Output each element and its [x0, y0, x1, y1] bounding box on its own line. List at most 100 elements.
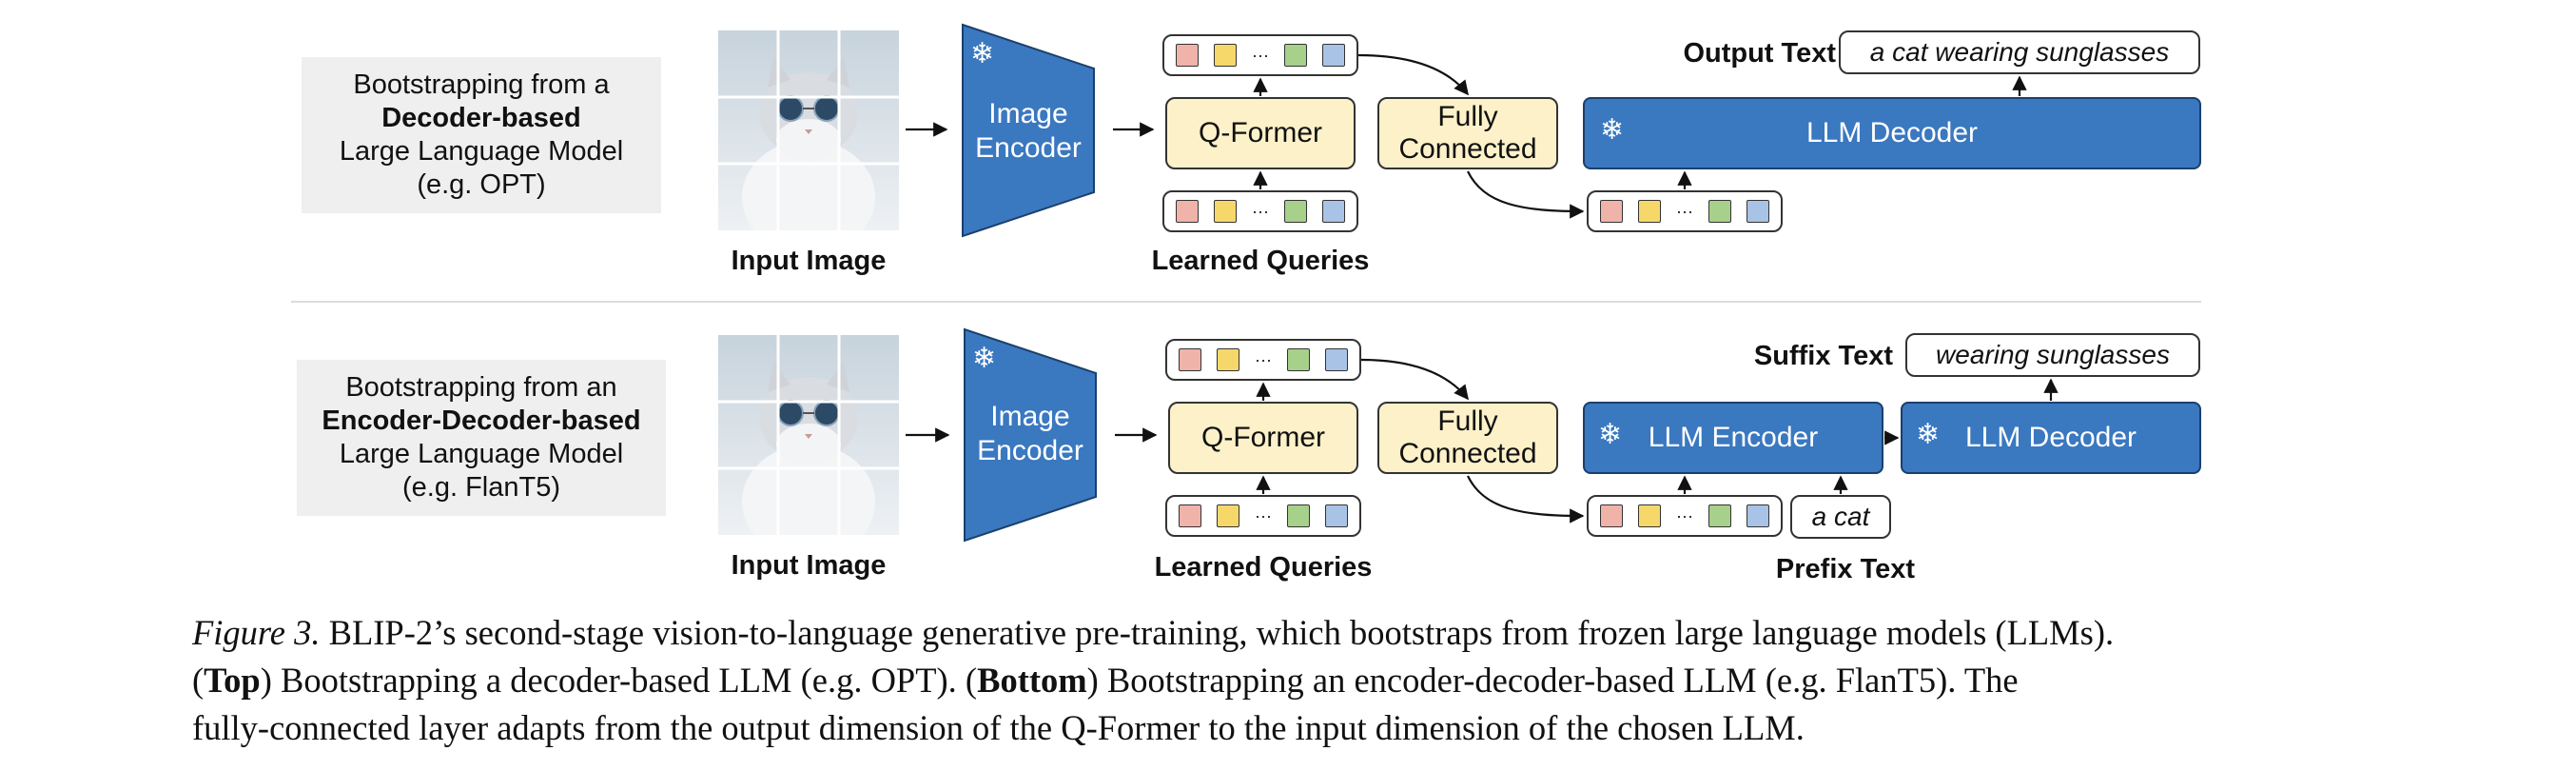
top-input-image-label: Input Image — [731, 246, 887, 276]
token — [1638, 504, 1661, 527]
bottom-suffix-text-label: Suffix Text — [1753, 341, 1893, 371]
snowflake-icon: ❄ — [1598, 419, 1623, 450]
token — [1214, 44, 1237, 67]
top-llm-decoder-box: LLM Decoder — [1583, 97, 2201, 169]
connector-arrows — [906, 53, 2059, 524]
top-image-encoder-line-1: Image — [988, 98, 1068, 129]
bottom-image-encoder-shape — [964, 327, 1097, 543]
caption-figure-label: Figure 3. — [192, 613, 321, 652]
bottom-fc-line-2: Connected — [1398, 438, 1537, 469]
top-side-line-1: Bootstrapping from a — [353, 69, 610, 100]
top-qformer-box: Q-Former — [1165, 97, 1356, 169]
bottom-fully-connected-box: Fully Connected — [1377, 402, 1558, 474]
token — [1746, 504, 1769, 527]
figure-diagram: Bootstrapping from a Decoder-based Large… — [291, 23, 2201, 584]
token-ellipsis: ··· — [1676, 202, 1693, 221]
token — [1600, 504, 1623, 527]
bottom-image-encoder-line-1: Image — [990, 401, 1070, 432]
top-output-text-label: Output Text — [1683, 38, 1836, 69]
snowflake-icon: ❄ — [970, 38, 995, 69]
caption-line-2-mid: ) Bootstrapping a decoder-based LLM (e.g… — [260, 661, 978, 700]
token-ellipsis: ··· — [1676, 506, 1693, 525]
top-bootstrap-description: Bootstrapping from a Decoder-based Large… — [302, 57, 661, 213]
token-ellipsis: ··· — [1252, 46, 1269, 65]
bottom-input-image — [718, 335, 899, 535]
snowflake-icon: ❄ — [1916, 419, 1941, 450]
bottom-suffix-text-value: wearing sunglasses — [1905, 333, 2200, 377]
bottom-learned-queries-label: Learned Queries — [1154, 552, 1373, 583]
bottom-bootstrap-description: Bootstrapping from an Encoder-Decoder-ba… — [297, 360, 666, 516]
token — [1600, 200, 1623, 223]
token-ellipsis: ··· — [1255, 506, 1272, 525]
top-side-line-2: Decoder-based — [381, 103, 581, 133]
token — [1321, 200, 1345, 223]
figure-caption: Figure 3. BLIP-2’s second-stage vision-t… — [192, 609, 2399, 752]
top-llm-input-tokens: ··· — [1587, 190, 1783, 232]
token — [1176, 200, 1199, 223]
bottom-input-image-label: Input Image — [731, 550, 887, 581]
bottom-image-encoder-line-2: Encoder — [977, 435, 1083, 466]
bottom-prefix-text-label: Prefix Text — [1775, 554, 1916, 584]
snowflake-icon: ❄ — [1600, 114, 1625, 146]
token — [1286, 348, 1310, 371]
top-qformer-output-tokens: ··· — [1162, 34, 1358, 76]
top-input-image — [718, 30, 899, 230]
bottom-side-line-4: (e.g. FlanT5) — [402, 472, 560, 503]
bottom-side-line-3: Large Language Model — [339, 439, 624, 469]
token-ellipsis: ··· — [1252, 202, 1269, 221]
token — [1217, 348, 1239, 371]
token — [1179, 348, 1201, 371]
bottom-learned-query-tokens: ··· — [1165, 495, 1361, 537]
top-output-text-value: a cat wearing sunglasses — [1839, 30, 2200, 74]
caption-line-2-end: ) Bootstrapping an encoder-decoder-based… — [1086, 661, 2019, 700]
token — [1176, 44, 1199, 67]
token — [1708, 504, 1731, 527]
token — [1708, 200, 1731, 223]
token — [1324, 504, 1348, 527]
bottom-side-line-2: Encoder-Decoder-based — [322, 405, 641, 436]
top-fully-connected-box: Fully Connected — [1377, 97, 1558, 169]
token — [1283, 200, 1307, 223]
bottom-llm-decoder-box: LLM Decoder — [1901, 402, 2201, 474]
token — [1638, 200, 1661, 223]
bottom-llm-encoder-box: LLM Encoder — [1583, 402, 1883, 474]
top-image-encoder-line-2: Encoder — [975, 132, 1082, 164]
token — [1286, 504, 1310, 527]
bottom-image-encoder-label: Image Encoder — [963, 400, 1098, 468]
arrow-fc-to-llm-tokens — [1467, 475, 1585, 524]
bottom-side-line-1: Bootstrapping from an — [345, 372, 617, 403]
token — [1283, 44, 1307, 67]
top-fc-line-2: Connected — [1398, 133, 1537, 165]
caption-top-bold: Top — [204, 661, 261, 700]
caption-line-1-text: BLIP-2’s second-stage vision-to-language… — [320, 613, 2115, 652]
top-learned-queries-label: Learned Queries — [1151, 246, 1370, 276]
caption-line-2: (Top) Bootstrapping a decoder-based LLM … — [192, 657, 2399, 704]
token — [1324, 348, 1348, 371]
arrow-tokens-to-fc — [1357, 53, 1469, 96]
arrow-tokens-to-fc — [1360, 358, 1469, 401]
bottom-qformer-box: Q-Former — [1168, 402, 1358, 474]
top-learned-query-tokens: ··· — [1162, 190, 1358, 232]
top-image-encoder-shape — [962, 23, 1095, 238]
row-divider — [291, 301, 2201, 303]
top-fc-line-1: Fully — [1437, 101, 1498, 132]
caption-line-1: Figure 3. BLIP-2’s second-stage vision-t… — [192, 609, 2399, 657]
top-side-line-4: (e.g. OPT) — [417, 169, 546, 200]
bottom-llm-input-tokens: ··· — [1587, 495, 1783, 537]
bottom-prefix-text-value: a cat — [1790, 495, 1891, 539]
token — [1321, 44, 1345, 67]
caption-paren-open: ( — [192, 661, 205, 700]
token — [1214, 200, 1237, 223]
caption-line-3: fully-connected layer adapts from the ou… — [192, 708, 1805, 747]
top-side-line-3: Large Language Model — [339, 136, 624, 167]
caption-bottom-bold: Bottom — [977, 661, 1087, 700]
arrow-fc-to-llm-tokens — [1467, 170, 1585, 219]
bottom-fc-line-1: Fully — [1437, 405, 1498, 437]
top-image-encoder-label: Image Encoder — [961, 97, 1096, 166]
token — [1217, 504, 1239, 527]
token-ellipsis: ··· — [1255, 350, 1272, 369]
snowflake-icon: ❄ — [972, 343, 997, 374]
bottom-qformer-output-tokens: ··· — [1165, 339, 1361, 381]
token — [1746, 200, 1769, 223]
token — [1179, 504, 1201, 527]
